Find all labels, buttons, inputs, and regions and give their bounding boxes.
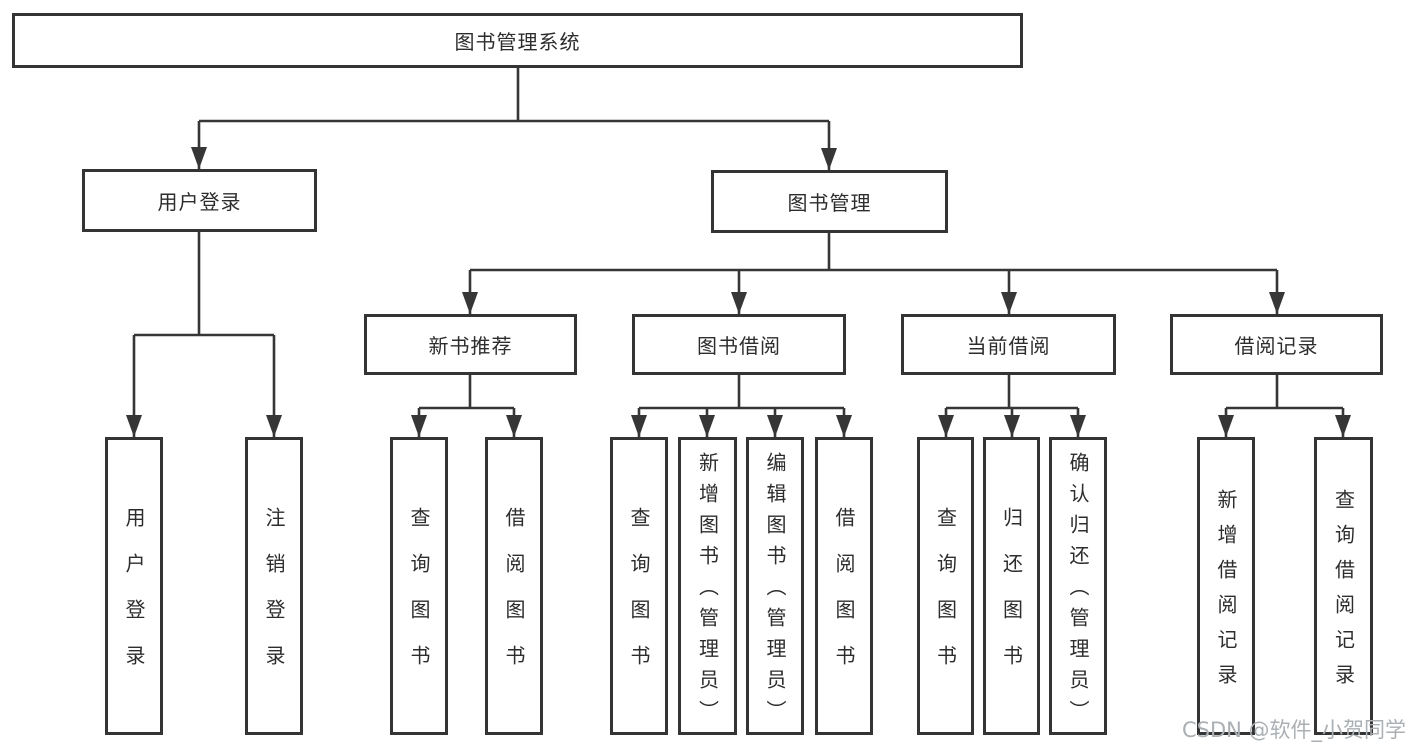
node-leaf-confirm-return-admin: 确认归还（管理员） — [1049, 437, 1107, 735]
arrowhead — [1004, 415, 1020, 437]
node-label: 新书推荐 — [428, 334, 513, 358]
arrowhead — [821, 148, 837, 170]
node-new-book-recommend: 新书推荐 — [364, 314, 577, 375]
arrowhead — [1070, 415, 1086, 437]
node-current-borrow: 当前借阅 — [901, 314, 1116, 375]
node-leaf-query-books-3: 查询图书 — [917, 437, 974, 735]
arrowhead — [266, 415, 282, 437]
node-leaf-logout: 注销登录 — [245, 437, 303, 735]
node-label: 查询图书 — [933, 507, 958, 691]
arrowhead — [1001, 292, 1017, 314]
node-leaf-return-books: 归还图书 — [983, 437, 1040, 735]
arrowhead — [411, 415, 427, 437]
node-label: 编辑图书（管理员） — [763, 452, 787, 731]
node-leaf-query-books-1: 查询图书 — [390, 437, 448, 735]
node-label: 当前借阅 — [966, 334, 1051, 358]
arrowhead — [631, 415, 647, 437]
node-leaf-borrow-books-2: 借阅图书 — [815, 437, 873, 735]
node-borrow-records: 借阅记录 — [1170, 314, 1383, 375]
arrowhead — [126, 415, 142, 437]
csdn-watermark: CSDN @软件_小贺同学 — [1182, 718, 1405, 742]
node-leaf-add-borrow-record: 新增借阅记录 — [1197, 437, 1255, 735]
node-book-borrow: 图书借阅 — [632, 314, 846, 375]
node-label: 图书管理系统 — [454, 30, 581, 54]
node-leaf-user-login: 用户登录 — [105, 437, 163, 735]
node-leaf-add-books-admin: 新增图书（管理员） — [678, 437, 737, 735]
arrowhead — [1218, 415, 1234, 437]
edges-new-book-recommend-children — [411, 375, 522, 437]
node-label: 借阅图书 — [832, 507, 856, 691]
arrowhead — [506, 415, 522, 437]
edges-user-login-children — [126, 232, 282, 437]
edges-book-management-children — [462, 233, 1285, 314]
node-leaf-edit-books-admin: 编辑图书（管理员） — [746, 437, 804, 735]
node-label: 借阅图书 — [502, 507, 526, 691]
node-label: 查询图书 — [627, 507, 651, 691]
arrowhead — [767, 415, 783, 437]
node-label: 新增借阅记录 — [1214, 488, 1238, 699]
node-label: 图书管理 — [787, 191, 872, 215]
node-label: 归还图书 — [999, 507, 1024, 691]
arrowhead — [191, 147, 207, 169]
arrowhead — [731, 292, 747, 314]
arrowhead — [938, 415, 954, 437]
edges-borrow-records-children — [1218, 375, 1351, 437]
node-library-system: 图书管理系统 — [12, 13, 1023, 68]
node-user-login: 用户登录 — [82, 169, 317, 232]
arrowhead — [1269, 292, 1285, 314]
node-book-management: 图书管理 — [711, 170, 948, 233]
node-leaf-borrow-books-1: 借阅图书 — [485, 437, 543, 735]
node-leaf-query-books-2: 查询图书 — [610, 437, 668, 735]
node-label: 图书借阅 — [697, 334, 781, 358]
node-leaf-query-borrow-record: 查询借阅记录 — [1314, 437, 1373, 735]
arrowhead — [836, 415, 852, 437]
node-label: 注销登录 — [262, 507, 286, 691]
arrowhead — [699, 415, 715, 437]
node-label: 查询图书 — [407, 507, 431, 691]
node-label: 借阅记录 — [1234, 334, 1319, 358]
edges-current-borrow-children — [938, 375, 1086, 437]
edges-root-to-level2 — [191, 68, 837, 170]
arrowhead — [462, 292, 478, 314]
node-label: 确认归还（管理员） — [1066, 452, 1090, 731]
node-label: 查询借阅记录 — [1331, 488, 1356, 699]
node-label: 新增图书（管理员） — [695, 452, 720, 731]
node-label: 用户登录 — [157, 190, 242, 214]
arrowhead — [1335, 415, 1351, 437]
node-label: 用户登录 — [122, 507, 146, 691]
edges-book-borrow-children — [631, 375, 852, 437]
